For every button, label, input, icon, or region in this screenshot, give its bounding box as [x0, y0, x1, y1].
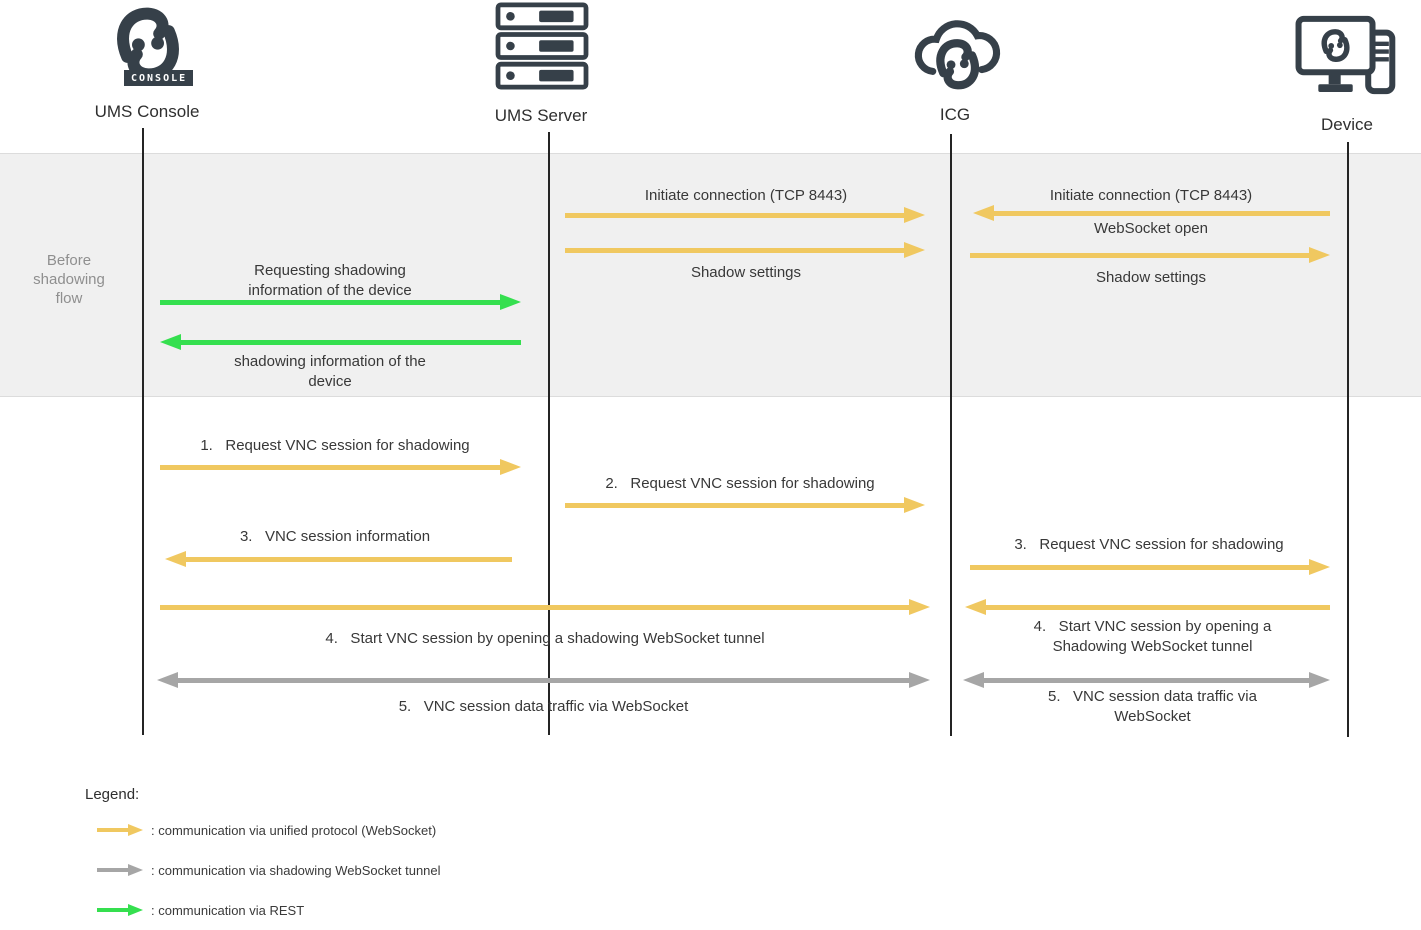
msg-requesting-shadowing-info: Requesting shadowing information of the … — [248, 262, 412, 300]
msg-initiate-connection-device-icg: Initiate connection (TCP 8443) — [1049, 187, 1253, 204]
arrow-step1 — [160, 459, 521, 475]
actor-label-ums-console: UMS Console — [94, 102, 200, 121]
arrow-step5-console-icg — [157, 672, 930, 688]
arrow-shadowing-info-reply — [160, 334, 521, 350]
arrow-step3-request-vnc — [970, 559, 1330, 575]
before-shadowing-band — [0, 153, 1421, 397]
arrow-shadow-settings-server-icg — [565, 242, 925, 258]
arrow-initiate-connection-device-icg — [973, 205, 1330, 221]
arrow-step4-console-icg — [160, 599, 930, 615]
actor-label-device: Device — [1321, 115, 1373, 134]
msg-websocket-open: WebSocket open — [1094, 220, 1208, 237]
icg-cloud-icon — [906, 4, 1004, 101]
msg-step3-request-vnc: 3. Request VNC session for shadowing — [1014, 536, 1284, 553]
msg-step4-right: 4. Start VNC session by opening a Shadow… — [1033, 618, 1272, 656]
legend-title: Legend: — [85, 786, 140, 803]
msg-shadow-settings-icg-device: Shadow settings — [1095, 269, 1207, 286]
msg-step3-vnc-info: 3. VNC session information — [239, 528, 431, 545]
legend-arrow-rest — [97, 904, 143, 916]
lifeline-icg — [950, 134, 952, 736]
legend-label-shadowing-tunnel: : communication via shadowing WebSocket … — [151, 863, 441, 878]
arrow-shadow-settings-icg-device — [970, 247, 1330, 263]
lifeline-ums-console — [142, 128, 144, 735]
msg-initiate-connection-server-icg: Initiate connection (TCP 8443) — [644, 187, 848, 204]
arrow-step5-device-icg — [963, 672, 1330, 688]
console-badge: CONSOLE — [124, 70, 194, 86]
legend-label-unified-protocol: : communication via unified protocol (We… — [151, 823, 437, 838]
ums-console-icon: CONSOLE — [103, 4, 198, 96]
lifeline-device — [1347, 142, 1349, 737]
device-icon — [1294, 12, 1402, 103]
legend-arrow-shadowing-tunnel — [97, 864, 143, 876]
arrow-requesting-shadowing-info — [160, 294, 521, 310]
actor-label-icg: ICG — [939, 105, 971, 124]
msg-step2: 2. Request VNC session for shadowing — [605, 475, 875, 492]
arrow-initiate-connection-server-icg — [565, 207, 925, 223]
legend-label-rest: : communication via REST — [151, 903, 305, 918]
phase-label: Before shadowing flow — [33, 252, 105, 308]
legend-arrow-unified-protocol — [97, 824, 143, 836]
msg-shadow-settings-server-icg: Shadow settings — [690, 264, 802, 281]
arrow-step4-device-icg — [965, 599, 1330, 615]
msg-step1: 1. Request VNC session for shadowing — [200, 437, 470, 454]
msg-step4-left: 4. Start VNC session by opening a shadow… — [325, 630, 765, 647]
msg-step5-left: 5. VNC session data traffic via WebSocke… — [398, 698, 689, 715]
actor-label-ums-server: UMS Server — [494, 106, 588, 125]
arrow-step2 — [565, 497, 925, 513]
msg-shadowing-info-reply: shadowing information of the device — [234, 353, 426, 391]
msg-step5-right: 5. VNC session data traffic via WebSocke… — [1048, 688, 1257, 726]
ums-server-icon — [494, 2, 590, 95]
lifeline-ums-server — [548, 132, 550, 735]
arrow-step3-vnc-info — [165, 551, 512, 567]
